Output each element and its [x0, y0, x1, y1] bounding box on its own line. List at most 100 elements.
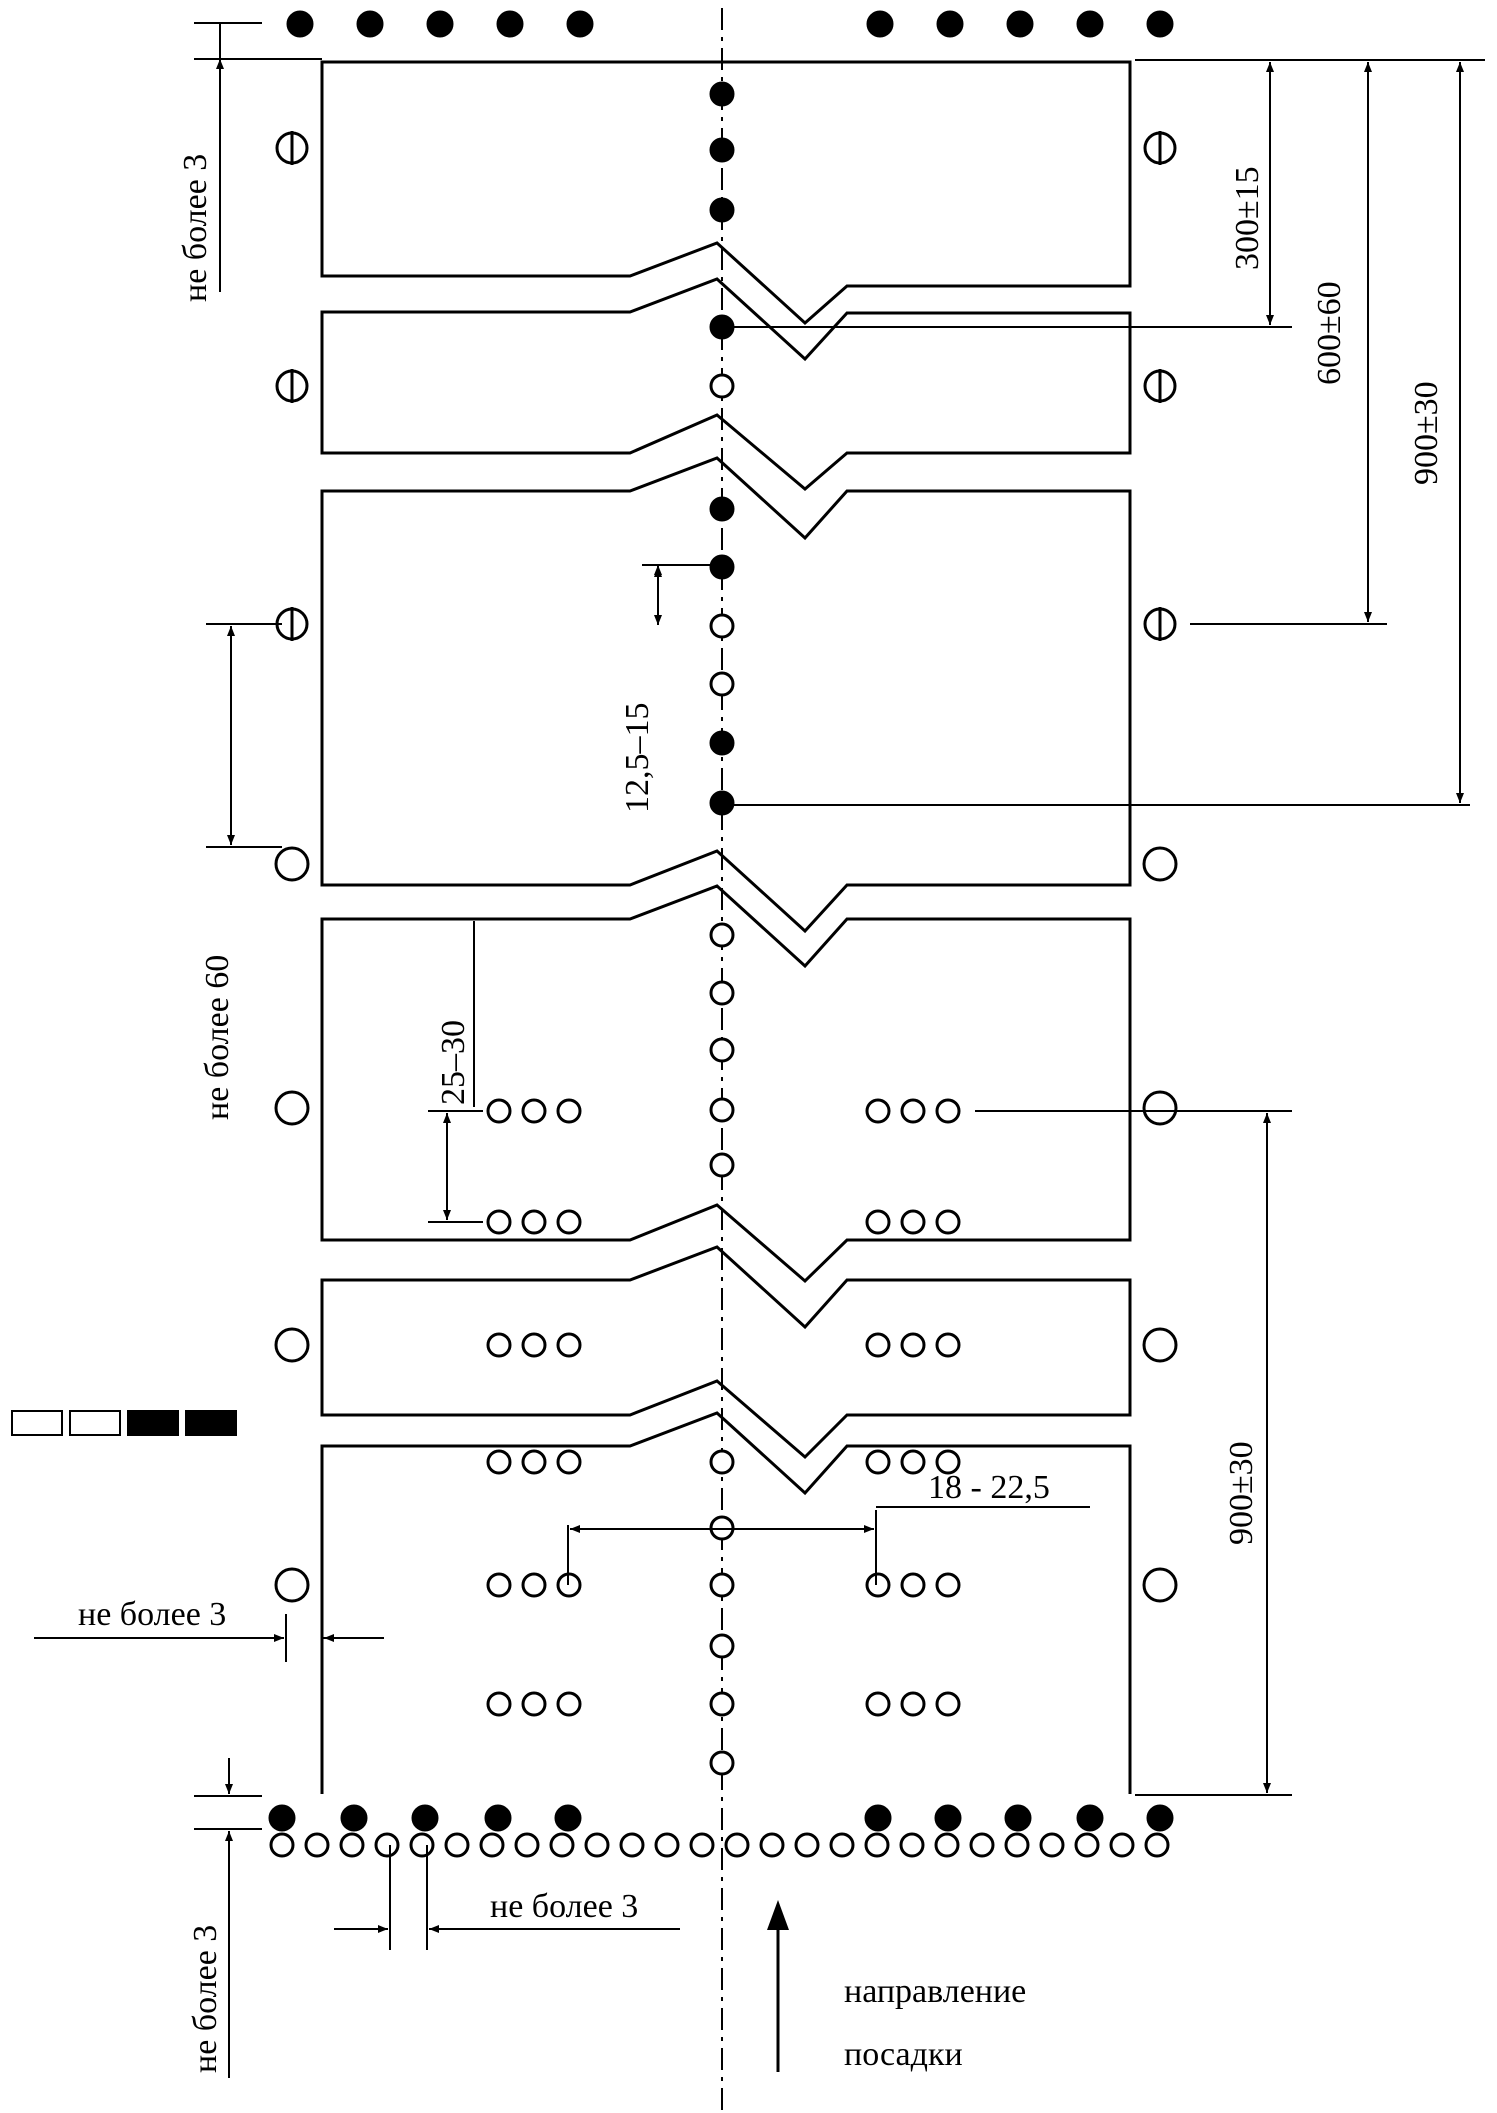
center-hole-open — [709, 1691, 735, 1717]
center-hole-open — [709, 1633, 735, 1659]
bottom-row-hole-open — [1039, 1832, 1065, 1858]
triplet-hole — [486, 1098, 512, 1124]
label-edge-top: не более 3 — [177, 154, 214, 302]
triplet-hole — [900, 1449, 926, 1475]
center-hole-filled — [709, 730, 735, 756]
legend-bar-empty — [69, 1410, 121, 1436]
bottom-row-hole-open — [619, 1832, 645, 1858]
side-circle — [274, 846, 310, 882]
center-hole-open — [709, 1152, 735, 1178]
label-gap-a: 300±15 — [1229, 166, 1266, 270]
label-row-offset: 18 - 22,5 — [928, 1469, 1050, 1506]
label-gap-d: 900±30 — [1223, 1441, 1260, 1545]
bottom-row-hole-filled — [484, 1804, 512, 1832]
center-hole-open — [709, 613, 735, 639]
triplet-hole — [556, 1332, 582, 1358]
label-gap-b: 600±60 — [1311, 281, 1348, 385]
triplet-hole — [935, 1691, 961, 1717]
side-circle — [1142, 1090, 1178, 1126]
triplet-hole — [935, 1209, 961, 1235]
panel-3 — [320, 456, 1132, 934]
top-row-hole — [566, 10, 594, 38]
center-hole-open — [709, 373, 735, 399]
triplet-hole — [521, 1572, 547, 1598]
bottom-row-hole-open — [759, 1832, 785, 1858]
legend-bars — [11, 1410, 237, 1436]
top-row-hole — [866, 10, 894, 38]
bottom-row-hole-filled — [411, 1804, 439, 1832]
bottom-row-hole-open — [864, 1832, 890, 1858]
triplet-hole — [865, 1449, 891, 1475]
center-hole-filled — [709, 314, 735, 340]
bottom-row-hole-open — [549, 1832, 575, 1858]
triplet-hole — [935, 1098, 961, 1124]
label-hole-gap: не более 3 — [490, 1888, 638, 1925]
bottom-row-hole-open — [969, 1832, 995, 1858]
legend-bar-filled — [127, 1410, 179, 1436]
side-circle — [1142, 1567, 1178, 1603]
panel-4 — [320, 884, 1132, 1284]
panel-group — [320, 60, 1132, 1794]
bottom-row-hole-filled — [934, 1804, 962, 1832]
triplet-hole — [521, 1209, 547, 1235]
bottom-row-hole-filled — [554, 1804, 582, 1832]
dimension-lines — [34, 22, 1485, 2078]
label-edge-side: не более 60 — [199, 955, 236, 1120]
triplet-hole — [935, 1572, 961, 1598]
triplet-hole — [865, 1691, 891, 1717]
bottom-row-hole-open — [514, 1832, 540, 1858]
center-hole-open — [709, 980, 735, 1006]
top-row-hole — [1146, 10, 1174, 38]
center-hole-open — [709, 1750, 735, 1776]
bottom-row-hole-filled — [268, 1804, 296, 1832]
bottom-row-hole-open — [934, 1832, 960, 1858]
triplet-hole — [486, 1691, 512, 1717]
center-hole-filled — [709, 554, 735, 580]
side-circle — [274, 1567, 310, 1603]
triplet-hole — [486, 1572, 512, 1598]
bottom-row-hole-open — [374, 1832, 400, 1858]
top-row-hole — [426, 10, 454, 38]
triplet-hole — [865, 1332, 891, 1358]
triplet-hole — [865, 1572, 891, 1598]
triplet-hole — [486, 1209, 512, 1235]
label-edge-left: не более 3 — [78, 1596, 226, 1633]
side-circle — [274, 1090, 310, 1126]
center-hole-filled — [709, 496, 735, 522]
bottom-row-hole-open — [339, 1832, 365, 1858]
bottom-row-hole-open — [1144, 1832, 1170, 1858]
side-circle — [274, 1327, 310, 1363]
bottom-row-hole-open — [689, 1832, 715, 1858]
bottom-row-hole-open — [444, 1832, 470, 1858]
top-row-hole — [1076, 10, 1104, 38]
label-edge-bottom: не более 3 — [187, 1925, 224, 2073]
top-row-hole — [356, 10, 384, 38]
top-row-hole — [1006, 10, 1034, 38]
bottom-row-hole-filled — [1004, 1804, 1032, 1832]
bottom-row-hole-open — [724, 1832, 750, 1858]
triplet-hole — [865, 1209, 891, 1235]
panel-1 — [320, 60, 1132, 326]
triplet-hole — [521, 1332, 547, 1358]
bottom-row-hole-open — [1074, 1832, 1100, 1858]
triplet-hole — [935, 1449, 961, 1475]
center-hole-open — [709, 671, 735, 697]
triplet-hole — [521, 1691, 547, 1717]
center-hole-open — [709, 1449, 735, 1475]
bottom-row-hole-open — [409, 1832, 435, 1858]
label-row-spacing: 25–30 — [435, 1020, 472, 1105]
center-hole-filled — [709, 81, 735, 107]
triplet-hole — [935, 1332, 961, 1358]
panel-2 — [320, 277, 1132, 491]
legend-bar-filled — [185, 1410, 237, 1436]
bottom-row-hole-open — [1004, 1832, 1030, 1858]
bottom-row-hole-filled — [864, 1804, 892, 1832]
triplet-hole — [900, 1691, 926, 1717]
center-hole-open — [709, 1037, 735, 1063]
triplet-hole — [556, 1691, 582, 1717]
triplet-hole — [486, 1332, 512, 1358]
center-hole-filled — [709, 197, 735, 223]
bottom-row-hole-open — [269, 1832, 295, 1858]
triplet-hole — [865, 1098, 891, 1124]
